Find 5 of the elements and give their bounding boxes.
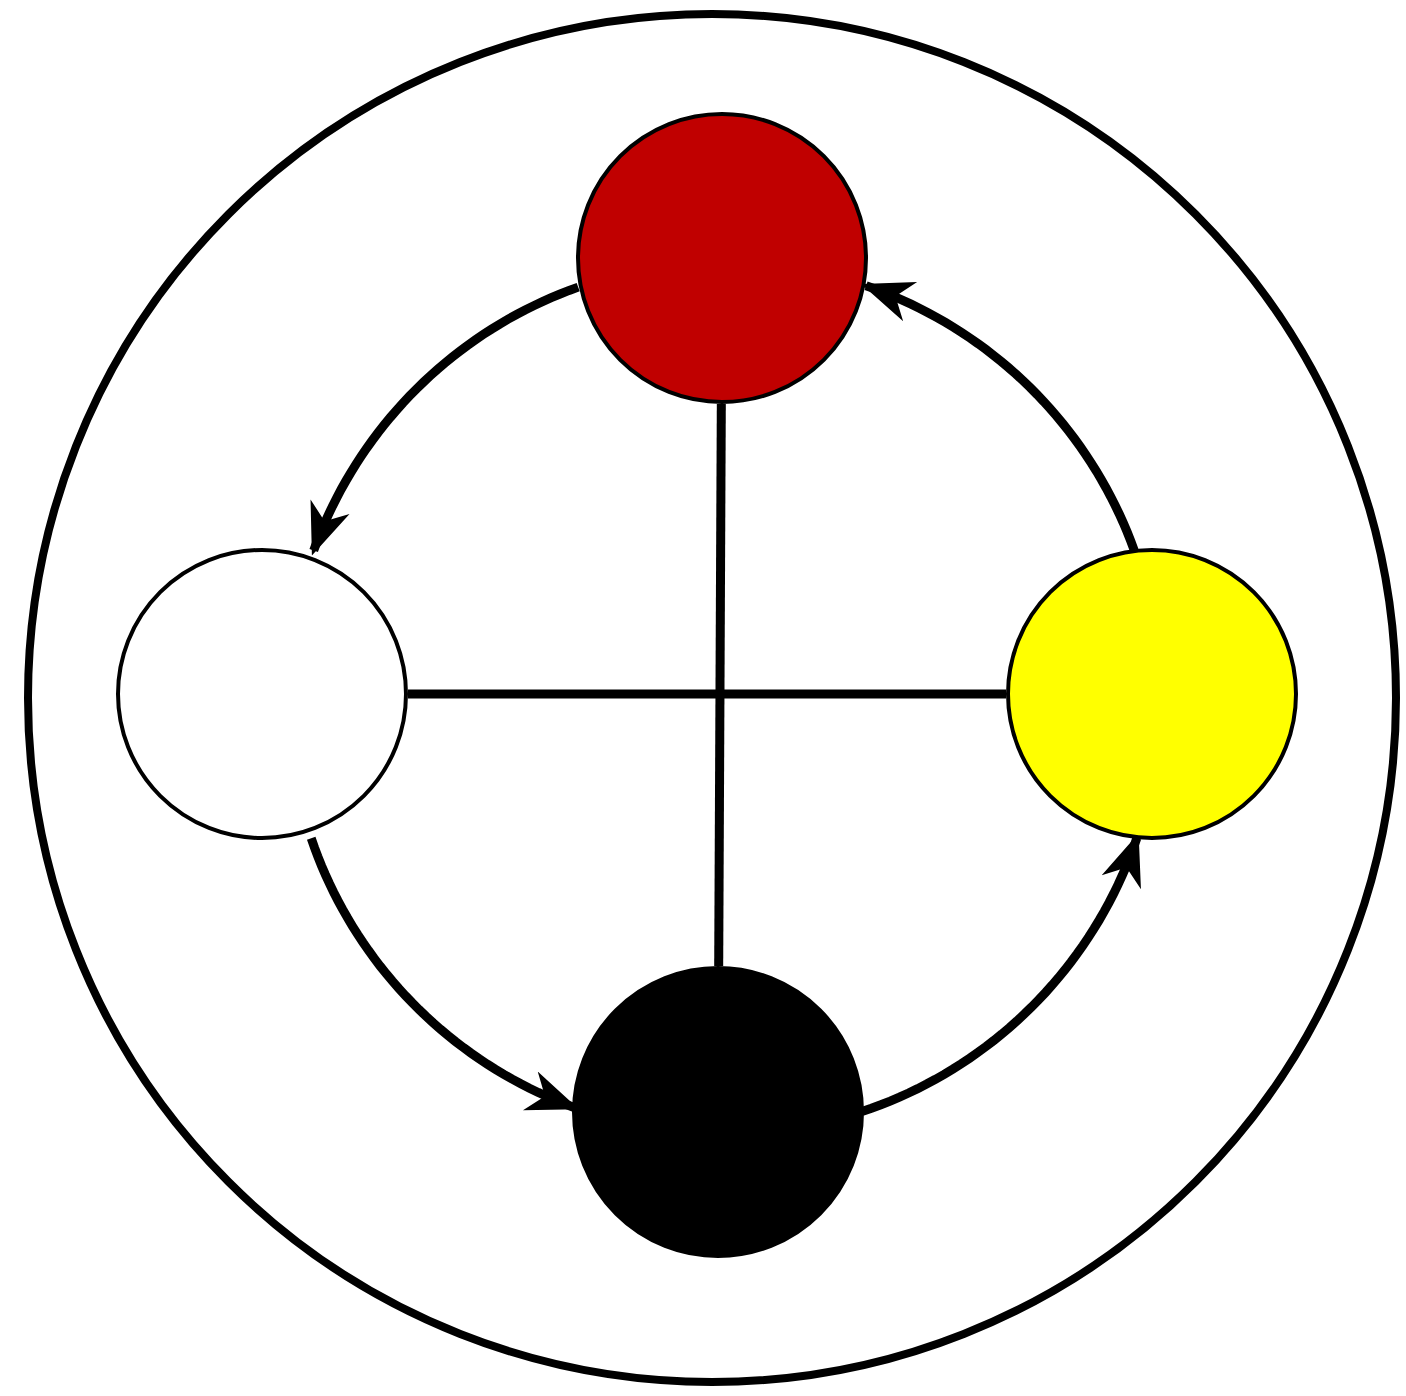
arrow (309, 282, 580, 556)
connector-line (714, 403, 726, 967)
connector-line (408, 689, 1006, 699)
arrow (861, 281, 1139, 552)
arrow (860, 833, 1142, 1116)
